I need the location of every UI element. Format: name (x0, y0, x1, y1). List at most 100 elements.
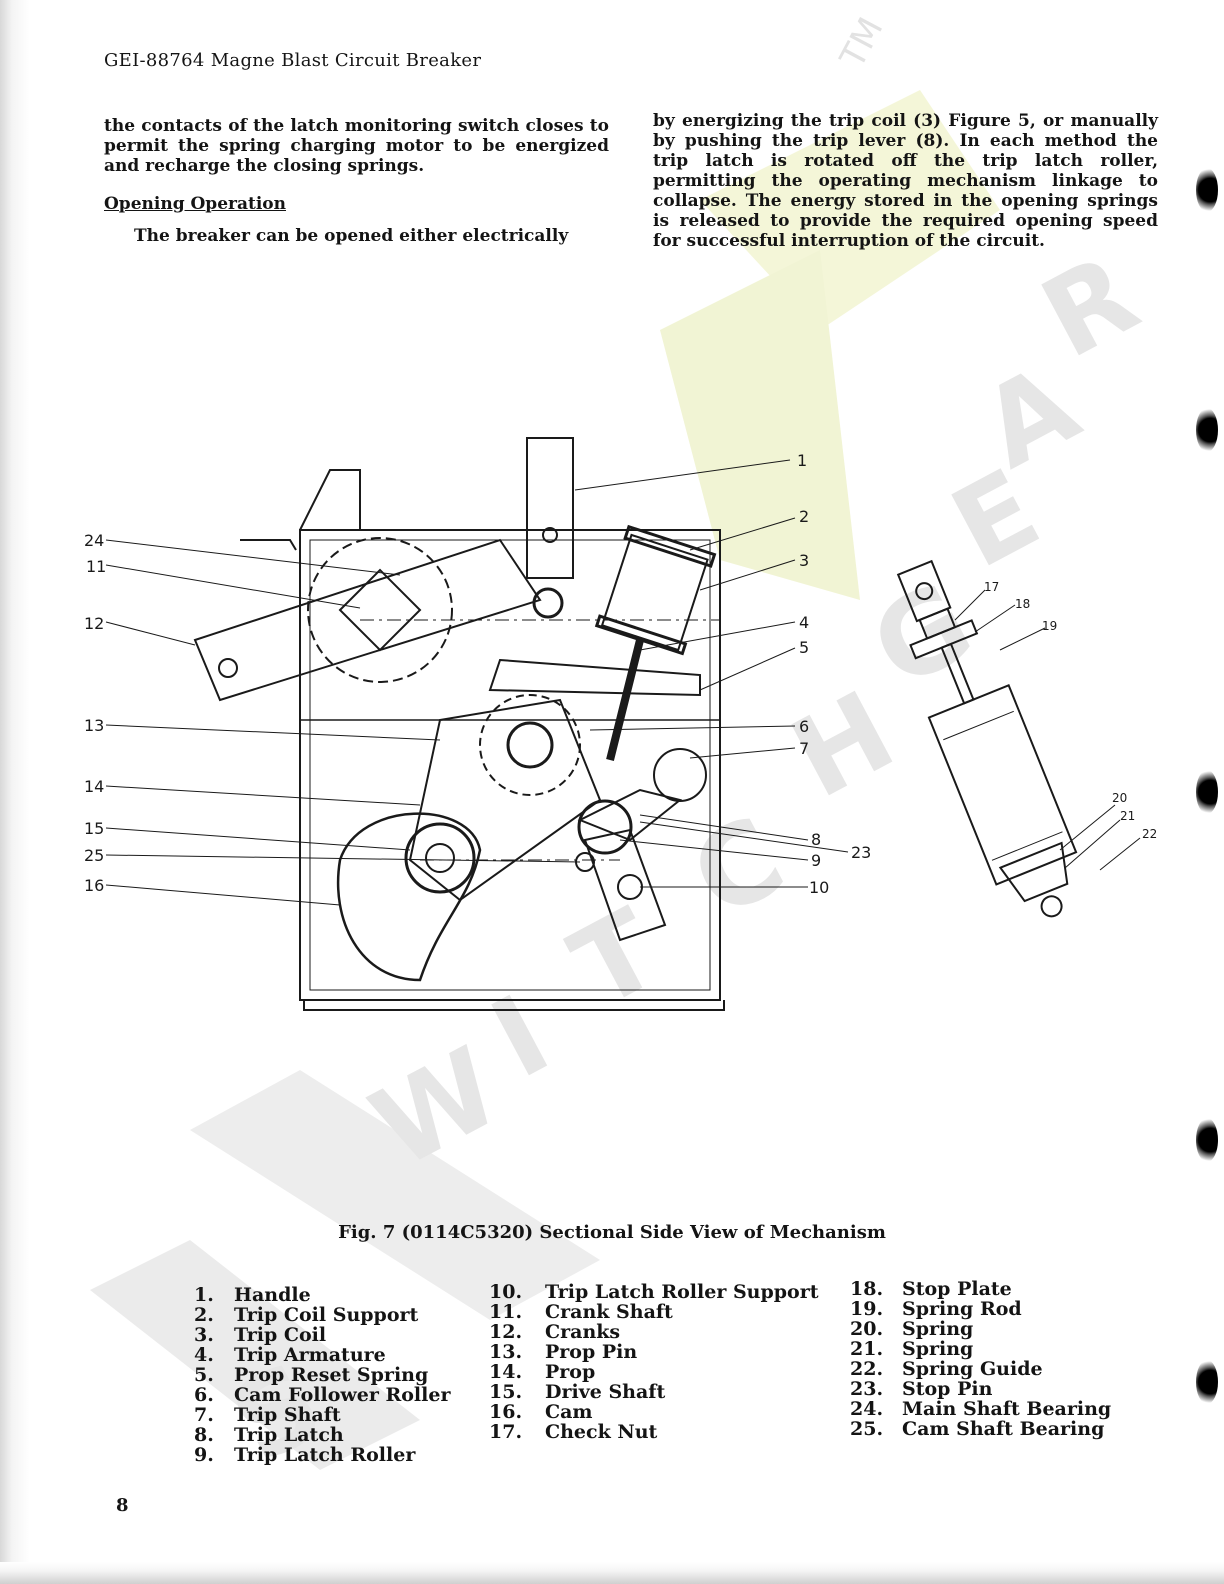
legend-label: Stop Pin (902, 1378, 993, 1400)
legend-label: Crank Shaft (545, 1301, 673, 1323)
callout-23: 23 (851, 843, 871, 862)
trip-latch-roller (577, 799, 633, 855)
legend-number: 22. (850, 1358, 884, 1380)
legend-item: 9. Trip Latch Roller (194, 1445, 450, 1465)
parts-legend-col2: 10.Trip Latch Roller Support 11. Crank Sh… (489, 1282, 819, 1442)
legend-item: 16. Cam (489, 1402, 819, 1422)
callout-2: 2 (799, 507, 809, 526)
legend-label: Spring Guide (902, 1358, 1043, 1380)
callout-22: 22 (1142, 827, 1157, 841)
support-pin (617, 874, 643, 900)
text-column-right: by energizing the trip coil (3) Figure 5… (653, 111, 1158, 251)
parts-legend-col1: 1.Handle 2.Trip Coil Support 3.Trip Coil… (194, 1285, 450, 1465)
legend-item: 17. Check Nut (489, 1422, 819, 1442)
legend-number: 17. (489, 1421, 523, 1443)
legend-number: 18. (850, 1278, 884, 1300)
legend-item: 3.Trip Coil (194, 1325, 450, 1345)
binder-hole (1196, 1360, 1218, 1404)
legend-label: Cam Follower Roller (234, 1384, 451, 1406)
legend-number: 25. (850, 1418, 884, 1440)
legend-number: 24. (850, 1398, 884, 1420)
spring-assembly (896, 559, 1078, 918)
legend-number: 20. (850, 1318, 884, 1340)
legend-item: 2.Trip Coil Support (194, 1305, 450, 1325)
legend-label: Trip Coil (234, 1324, 327, 1346)
cam-part (336, 812, 482, 982)
legend-number: 21. (850, 1338, 884, 1360)
page-number: 8 (116, 1495, 129, 1516)
drive-shaft (404, 822, 476, 894)
legend-item: 18. Stop Plate (850, 1279, 1111, 1299)
legend-label: Check Nut (545, 1421, 658, 1443)
page-bottom-shadow (0, 1562, 1224, 1584)
binder-holes (1184, 0, 1224, 1584)
binder-hole (1196, 168, 1218, 212)
legend-label: Stop Plate (902, 1278, 1012, 1300)
legend-item: 15.Drive Shaft (489, 1382, 819, 1402)
callout-6: 6 (799, 717, 809, 736)
legend-number: 11. (489, 1301, 523, 1323)
legend-label: Trip Shaft (234, 1404, 341, 1426)
legend-item: 24. Main Shaft Bearing (850, 1399, 1111, 1419)
legend-label: Cam (545, 1401, 593, 1423)
paragraph: the contacts of the latch monitoring swi… (104, 116, 609, 176)
callout-20: 20 (1112, 791, 1127, 805)
top-bracket (299, 469, 361, 531)
callout-7: 7 (799, 739, 809, 758)
cam-path (479, 694, 581, 796)
handle-pin (542, 527, 558, 543)
callout-14: 14 (84, 777, 104, 796)
legend-label: Trip Latch Roller Support (545, 1281, 819, 1303)
legend-label: Prop Reset Spring (234, 1364, 429, 1386)
legend-item: 21. Spring (850, 1339, 1111, 1359)
cam-follower-roller (506, 721, 554, 769)
trip-coil-part (594, 524, 717, 656)
crank-shaft-square (338, 568, 422, 652)
legend-item: 11. Crank Shaft (489, 1302, 819, 1322)
crank-hole (218, 658, 238, 678)
callout-9: 9 (811, 851, 821, 870)
callout-12: 12 (84, 614, 104, 633)
callout-17: 17 (984, 580, 999, 594)
legend-label: Spring (902, 1338, 974, 1360)
legend-item: 19.Spring Rod (850, 1299, 1111, 1319)
legend-number: 5. (194, 1364, 214, 1386)
legend-item: 14.Prop (489, 1362, 819, 1382)
legend-label: Spring (902, 1318, 974, 1340)
paragraph: by energizing the trip coil (3) Figure 5… (653, 111, 1158, 251)
legend-number: 2. (194, 1304, 214, 1326)
binder-hole (1196, 1118, 1218, 1162)
callout-24: 24 (84, 531, 104, 550)
legend-number: 16. (489, 1401, 523, 1423)
legend-label: Cranks (545, 1321, 621, 1343)
legend-number: 14. (489, 1361, 523, 1383)
callout-11: 11 (86, 557, 106, 576)
text-column-left: the contacts of the latch monitoring swi… (104, 116, 609, 246)
legend-number: 23. (850, 1378, 884, 1400)
parts-legend-col3: 18. Stop Plate 19.Spring Rod 20. Spring 21… (850, 1279, 1111, 1439)
figure-caption: Fig. 7 (0114C5320) Sectional Side View o… (338, 1222, 886, 1243)
legend-item: 5. Prop Reset Spring (194, 1365, 450, 1385)
legend-number: 7. (194, 1404, 214, 1426)
legend-label: Prop Pin (545, 1341, 638, 1363)
legend-label: Spring Rod (902, 1298, 1022, 1320)
callout-13: 13 (84, 716, 104, 735)
legend-label: Handle (234, 1284, 311, 1306)
legend-item: 10.Trip Latch Roller Support (489, 1282, 819, 1302)
section-heading: Opening Operation (104, 194, 286, 214)
callout-21: 21 (1120, 809, 1135, 823)
legend-item: 8.Trip Latch (194, 1425, 450, 1445)
crank-arm (193, 538, 542, 702)
legend-label: Main Shaft Bearing (902, 1398, 1112, 1420)
legend-item: 6.Cam Follower Roller (194, 1385, 450, 1405)
legend-label: Trip Latch Roller (234, 1444, 416, 1466)
binder-hole (1196, 408, 1218, 452)
paragraph: The breaker can be opened either electri… (134, 226, 569, 246)
callout-3: 3 (799, 551, 809, 570)
legend-label: Cam Shaft Bearing (902, 1418, 1105, 1440)
legend-number: 9. (194, 1444, 214, 1466)
callout-4: 4 (799, 613, 809, 632)
legend-item: 23. Stop Pin (850, 1379, 1111, 1399)
legend-item: 22. Spring Guide (850, 1359, 1111, 1379)
